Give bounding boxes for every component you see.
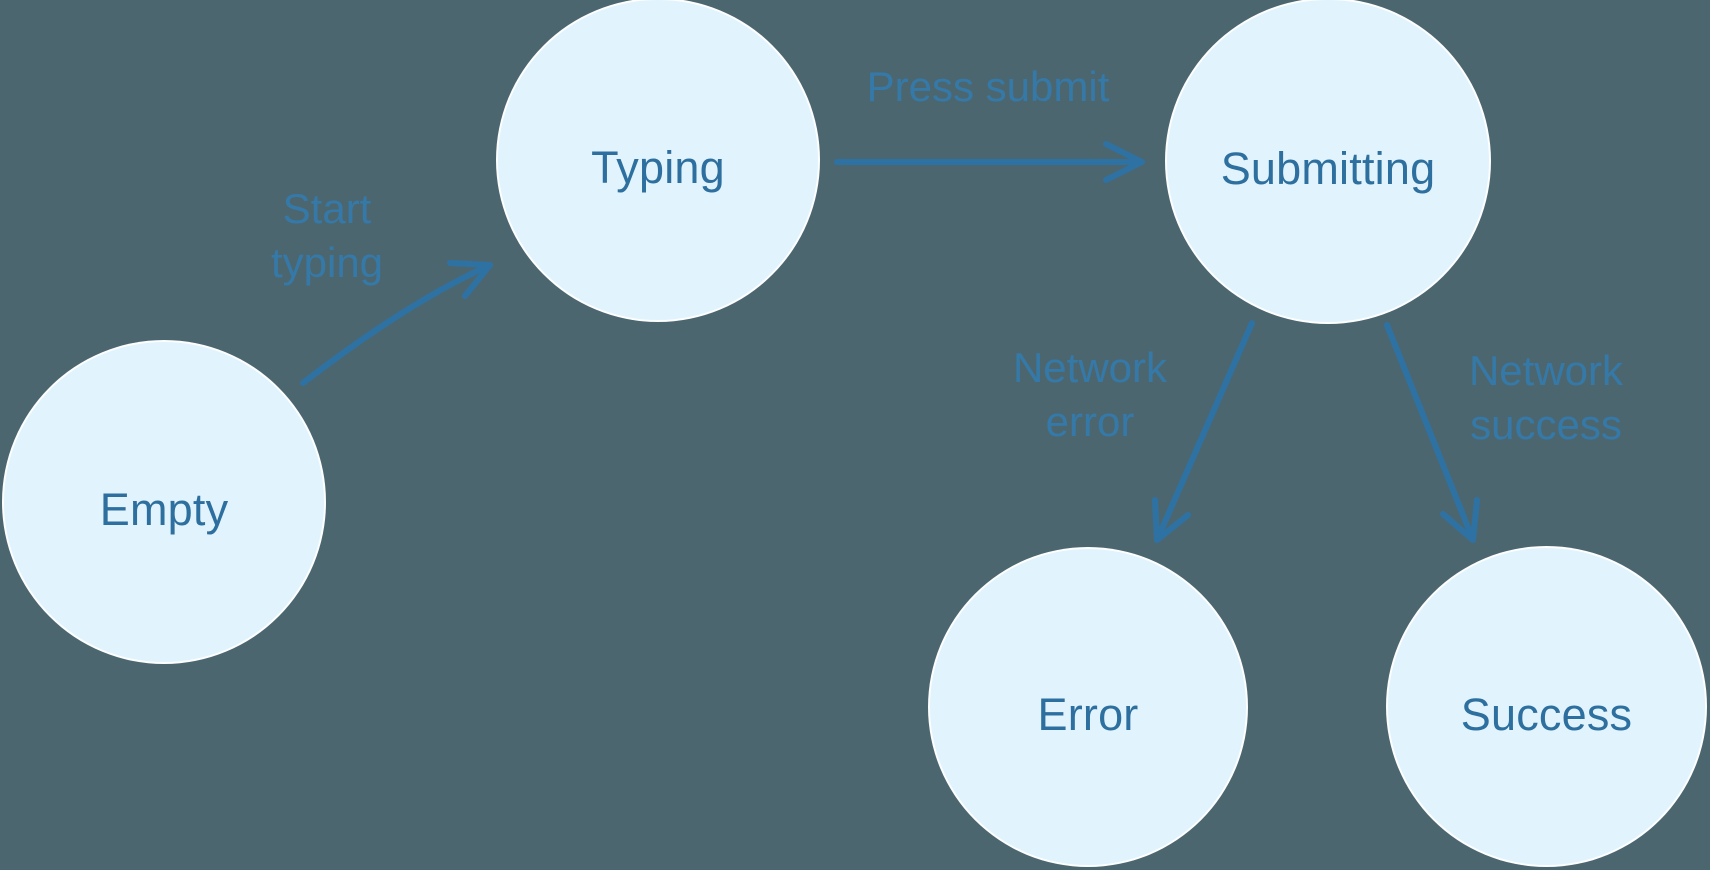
edge-shaft [1154, 320, 1255, 543]
edge-label-line: Press submit [866, 63, 1110, 110]
edge-shaft [1384, 322, 1476, 543]
edge-label-line: success [1470, 401, 1622, 448]
edge-label-start-typing: Start typing [271, 182, 383, 290]
edge-arrowhead-icon [1440, 497, 1480, 543]
edge-arrowhead-icon [447, 260, 493, 299]
edge-label-network-success: Network success [1469, 344, 1623, 452]
edge-submitting-to-error [1152, 320, 1255, 543]
edge-arrowhead-icon [1152, 497, 1191, 543]
state-node-submitting: Submitting [1165, 0, 1491, 324]
state-node-typing: Typing [496, 0, 820, 322]
state-node-empty: Empty [2, 340, 326, 664]
state-node-label: Error [1037, 689, 1139, 740]
edge-label-press-submit: Press submit [867, 60, 1110, 114]
state-node-error: Error [928, 547, 1248, 867]
state-node-label: Empty [99, 484, 229, 535]
edge-label-line: typing [270, 239, 384, 286]
edge-submitting-to-success [1384, 322, 1480, 543]
state-node-success: Success [1386, 546, 1707, 867]
edge-label-line: Network [1012, 344, 1168, 391]
state-node-label: Success [1460, 688, 1633, 740]
edge-label-line: error [1045, 398, 1135, 445]
state-node-label: Typing [591, 142, 725, 193]
state-node-label: Submitting [1220, 143, 1436, 194]
edge-typing-to-submitting [834, 141, 1145, 183]
edge-arrowhead-icon [1103, 141, 1145, 183]
edge-label-line: Start [282, 185, 372, 232]
edge-label-line: Network [1468, 347, 1624, 394]
edge-label-network-error: Network error [1013, 341, 1167, 449]
